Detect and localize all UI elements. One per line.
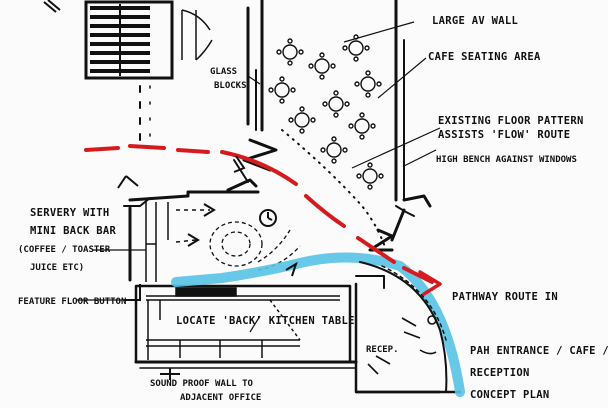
- label-concept-3: CONCEPT PLAN: [470, 389, 549, 401]
- floor-pattern-dotted: [281, 129, 387, 251]
- cafe-table: [354, 70, 382, 98]
- label-sound-proof-2: ADJACENT OFFICE: [180, 393, 261, 403]
- cafe-table: [322, 90, 350, 118]
- cafe-table: [308, 52, 336, 80]
- label-concept-1: PAH ENTRANCE / CAFE /: [470, 345, 608, 357]
- label-cafe-seating: CAFE SEATING AREA: [428, 51, 541, 63]
- servery-back-bar: [145, 202, 216, 282]
- label-existing-floor-1: EXISTING FLOOR PATTERN: [438, 115, 584, 127]
- annotations: LARGE AV WALL CAFE SEATING AREA GLASS BL…: [18, 15, 608, 403]
- cafe-table: [356, 162, 384, 190]
- cafe-tables: [268, 34, 384, 190]
- label-servery-1: SERVERY WITH: [30, 207, 109, 219]
- label-concept-2: RECEPTION: [470, 367, 530, 379]
- feature-floor-button-icon: [259, 209, 277, 227]
- label-high-bench: HIGH BENCH AGAINST WINDOWS: [436, 155, 577, 165]
- label-servery-3: (COFFEE / TOASTER: [18, 245, 111, 255]
- staircase: [43, 0, 174, 80]
- pen-strokes: [117, 175, 180, 380]
- cafe-table: [348, 112, 376, 140]
- label-glass-blocks-2: BLOCKS: [214, 81, 247, 91]
- reception-counter-arc: [171, 252, 465, 397]
- back-kitchen-counters: [146, 287, 340, 360]
- reception-details: [356, 315, 440, 394]
- label-servery-4: JUICE ETC): [30, 263, 84, 273]
- double-door: [181, 9, 213, 61]
- cafe-table: [276, 38, 304, 66]
- label-kitchen-table: LOCATE 'BACK' KITCHEN TABLE: [176, 315, 355, 327]
- cafe-table: [320, 136, 348, 164]
- label-existing-floor-2: ASSISTS 'FLOW' ROUTE: [438, 129, 570, 141]
- label-servery-2: MINI BACK BAR: [30, 225, 116, 237]
- cafe-table: [288, 106, 316, 134]
- circulation-arrows: [233, 155, 298, 277]
- feature-floor-circle: [209, 221, 301, 271]
- label-glass-blocks-1: GLASS: [210, 67, 237, 77]
- label-large-av-wall: LARGE AV WALL: [432, 15, 518, 27]
- label-feature-floor: FEATURE FLOOR BUTTON: [18, 297, 126, 307]
- label-recep: RECEP.: [366, 345, 399, 355]
- label-sound-proof-1: SOUND PROOF WALL TO: [150, 379, 254, 389]
- walls: [123, 0, 462, 394]
- leader-lines: [76, 21, 441, 333]
- cafe-table: [268, 76, 296, 104]
- label-pathway: PATHWAY ROUTE IN: [452, 291, 558, 303]
- pathway-route: [84, 144, 442, 296]
